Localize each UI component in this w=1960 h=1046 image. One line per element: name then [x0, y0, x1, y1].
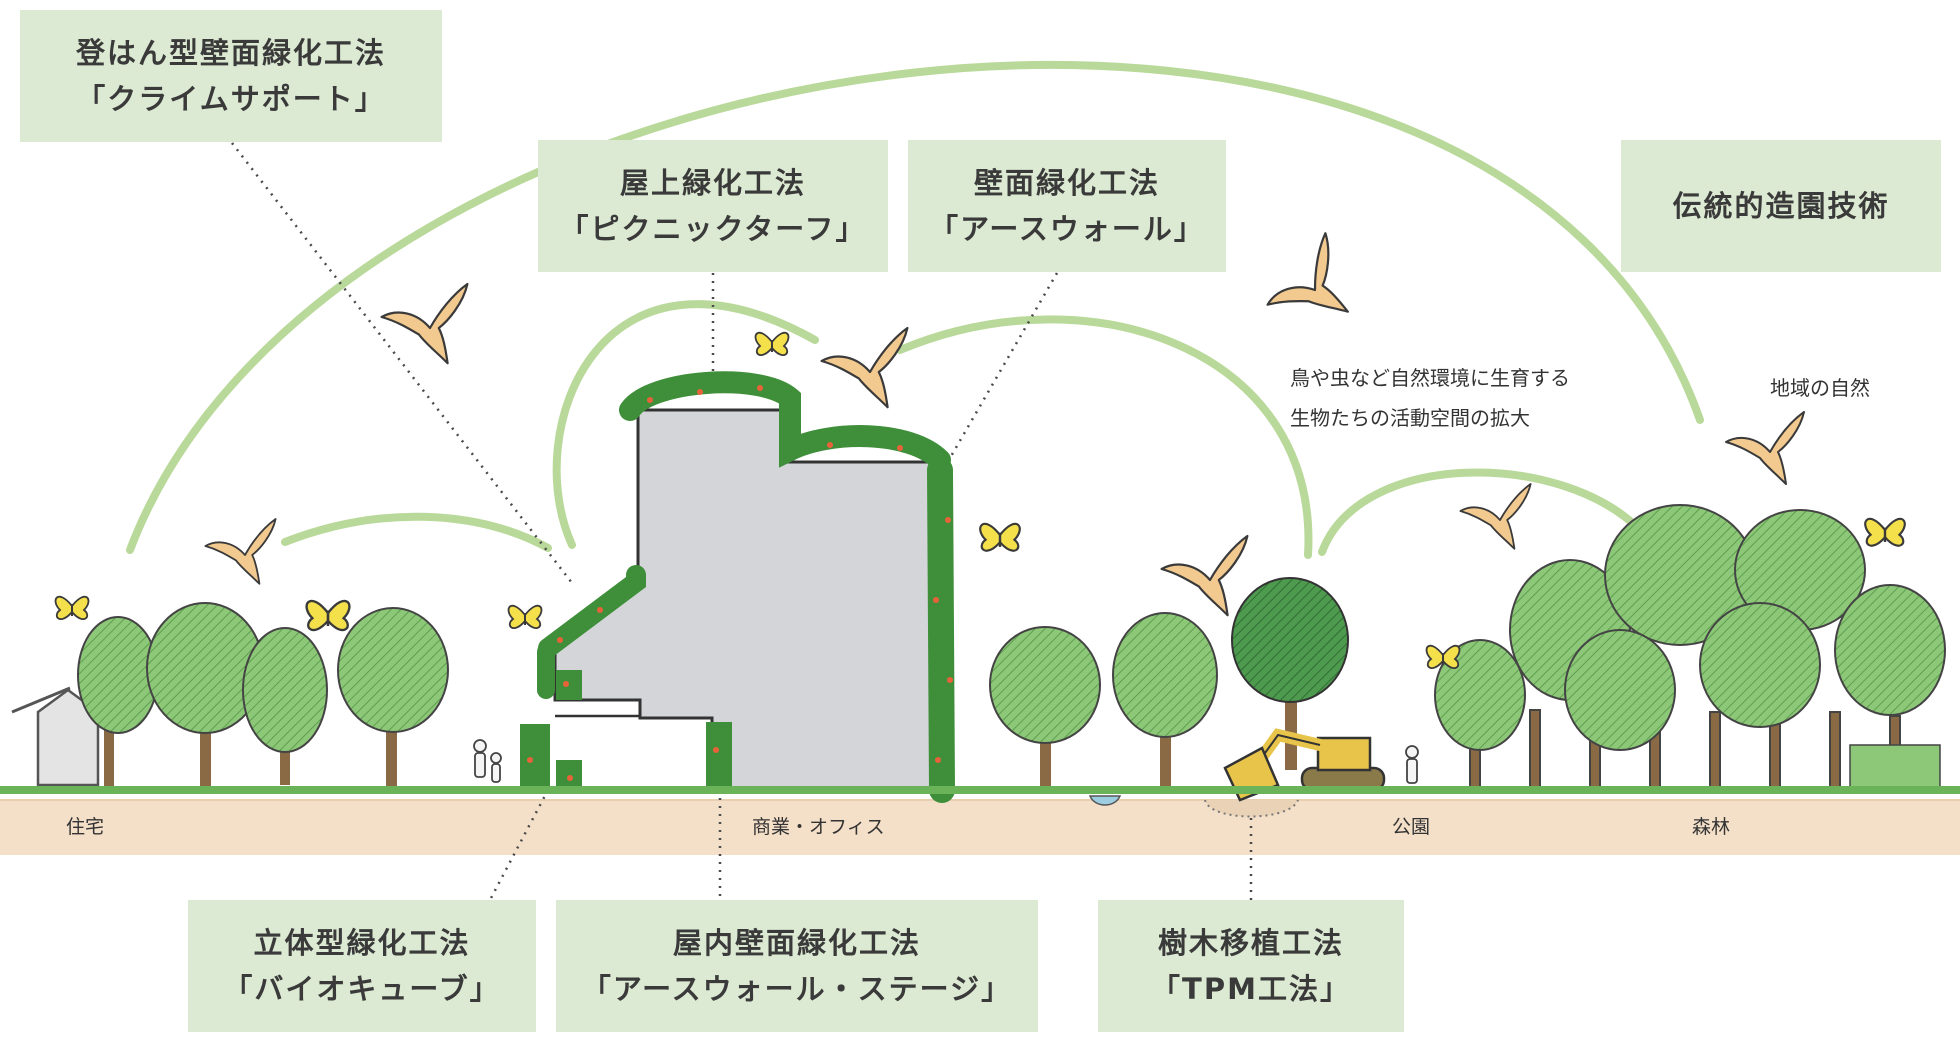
person [1405, 745, 1419, 784]
butterfly [754, 331, 790, 357]
label-indoor-wall-line1: 屋内壁面緑化工法 [672, 926, 921, 960]
tree [337, 607, 449, 786]
label-indoor-wall-line2: 「アースウォール・ステージ」 [581, 972, 1013, 1006]
house [11, 686, 100, 787]
bird [1249, 232, 1367, 346]
label-tpm-line1: 樹木移植工法 [1157, 926, 1344, 960]
people [473, 739, 502, 783]
butterfly [54, 595, 90, 621]
label-tree-transplant: 樹木移植工法 「TPM工法」 [1098, 900, 1404, 1032]
butterfly [305, 599, 351, 632]
note-habitat-line1: 鳥や虫など自然環境に生育する [1290, 366, 1570, 390]
ground-strip [0, 800, 1960, 855]
butterfly [1864, 517, 1906, 547]
leader-lines [231, 142, 1253, 901]
label-bio-cube: 立体型緑化工法 「バイオキューブ」 [188, 900, 536, 1032]
note-regional-nature: 地域の自然 [1770, 376, 1870, 400]
ground-label-residential: 住宅 [66, 816, 105, 838]
label-rooftop-greening: 屋上緑化工法 「ピクニックターフ」 [538, 140, 888, 272]
excavation-pit [1204, 799, 1299, 818]
label-climb-support: 登はん型壁面緑化工法 「クライムサポート」 [20, 10, 442, 142]
label-rooftop-line2: 「ピクニックターフ」 [559, 212, 867, 246]
tree [1112, 612, 1218, 790]
connection-arcs [126, 60, 1704, 559]
note-habitat-expansion: 鳥や虫など自然環境に生育する 生物たちの活動空間の拡大 [1290, 358, 1570, 438]
bird [1160, 534, 1249, 617]
ground-label-forest: 森林 [1692, 816, 1731, 838]
butterfly [1425, 644, 1461, 670]
bird [1725, 411, 1805, 485]
bird [820, 326, 909, 409]
ground-label-commercial: 商業・オフィス [752, 816, 885, 838]
pond [1088, 795, 1122, 806]
label-tpm-line2: 「TPM工法」 [1151, 972, 1351, 1006]
tree [242, 627, 328, 785]
label-bio-cube-line2: 「バイオキューブ」 [223, 972, 501, 1006]
label-climb-support-line2: 「クライムサポート」 [76, 82, 386, 116]
office-building [520, 371, 955, 803]
tree [989, 626, 1101, 790]
ground-label-park: 公園 [1392, 816, 1431, 838]
label-wall-greening: 壁面緑化工法 「アースウォール」 [908, 140, 1226, 272]
label-climb-support-line1: 登はん型壁面緑化工法 [75, 36, 386, 70]
label-rooftop-line1: 屋上緑化工法 [619, 166, 806, 200]
label-wall-line1: 壁面緑化工法 [973, 166, 1160, 200]
note-habitat-line2: 生物たちの活動空間の拡大 [1290, 406, 1530, 430]
label-traditional-line1: 伝統的造園技術 [1672, 189, 1890, 223]
label-indoor-wall-greening: 屋内壁面緑化工法 「アースウォール・ステージ」 [556, 900, 1038, 1032]
bird [204, 518, 277, 585]
bird [1459, 483, 1532, 550]
label-bio-cube-line1: 立体型緑化工法 [253, 926, 471, 960]
label-traditional-landscaping: 伝統的造園技術 [1621, 140, 1941, 272]
butterfly [507, 604, 543, 630]
tree-being-transplanted [1231, 577, 1349, 770]
butterfly [979, 522, 1021, 552]
forest [1434, 504, 1946, 791]
label-wall-line2: 「アースウォール」 [929, 212, 1205, 246]
